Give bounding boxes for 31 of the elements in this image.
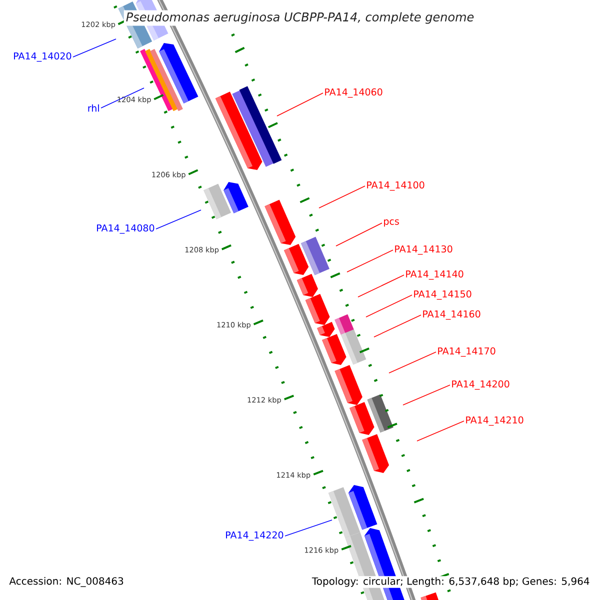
leader-line	[358, 274, 404, 298]
leader-line	[336, 222, 382, 246]
gene-label: PA14_14160	[423, 310, 480, 320]
leader-line	[346, 250, 394, 272]
gene-label: PA14_14210	[466, 416, 524, 426]
gene-label: PA14_14080	[97, 224, 154, 234]
gene-label: PA14_14130	[395, 245, 452, 255]
title: Pseudomonas aeruginosa UCBPP-PA14, complete genome	[124, 10, 476, 26]
leader-line	[366, 294, 412, 318]
gene-label: PA14_14150	[414, 290, 472, 300]
leader-line	[416, 420, 464, 442]
gene-label: PA14_14060	[325, 88, 382, 98]
leader-line	[388, 352, 436, 374]
leader-line	[100, 88, 144, 108]
leader-line	[72, 38, 116, 58]
gene-label: PA14_14020	[14, 52, 72, 62]
leader-line	[156, 210, 202, 230]
leader-line	[402, 384, 450, 406]
genome-info-text: Topology: circular; Length: 6,537,648 bp; Genes: 5,964	[310, 576, 591, 588]
leader-line	[374, 314, 422, 338]
leader-line	[276, 92, 324, 116]
gene-label: PA14_14140	[406, 270, 464, 280]
gene-label: pcs	[384, 219, 399, 227]
gene-label: rhl	[88, 104, 99, 112]
gene-label: PA14_14100	[367, 181, 424, 191]
gene-label: PA14_14170	[438, 347, 496, 357]
leader-line	[284, 520, 332, 536]
gene-label: PA14_14220	[226, 531, 284, 541]
accession-text: Accession: NC_008463	[8, 576, 125, 588]
leader-line	[318, 186, 366, 208]
gene-label: PA14_14200	[452, 380, 510, 390]
